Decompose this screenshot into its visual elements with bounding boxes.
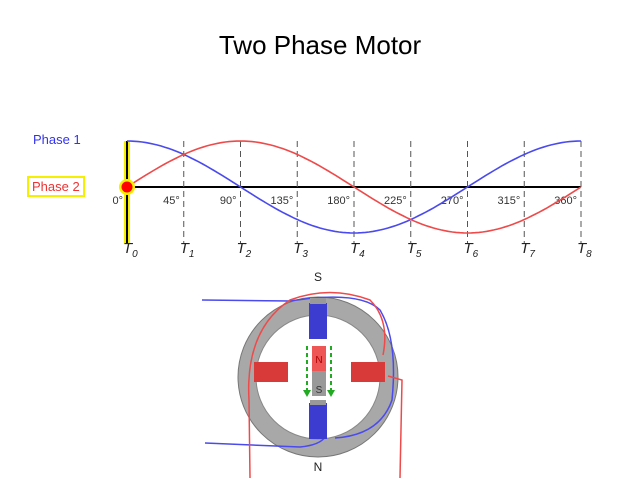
page-title: Two Phase Motor xyxy=(218,30,422,60)
wire-phase-2 xyxy=(247,291,403,479)
x-tick-label: 0° xyxy=(112,195,123,207)
time-label: T3 xyxy=(293,240,308,260)
phase-chart: 0° T0 45° T1 90° T2 135° T3 180° T4 225° T5 270° T6 31… xyxy=(112,140,592,260)
pole-label-top: S xyxy=(314,270,322,284)
stator-ring xyxy=(237,296,399,458)
x-tick-label: 45° xyxy=(163,195,180,207)
rotor-south-label: S xyxy=(316,385,323,396)
coil-bottom xyxy=(309,400,327,439)
time-label: T7 xyxy=(520,240,535,260)
time-label: T0 xyxy=(123,240,138,260)
coil-left xyxy=(254,362,288,382)
x-tick-label: 270° xyxy=(441,195,464,207)
legend-phase-2: Phase 2 xyxy=(27,176,85,197)
pole-label-bottom: N xyxy=(314,460,323,474)
current-marker xyxy=(121,181,133,193)
series-phase-2 xyxy=(126,140,582,234)
time-label: T5 xyxy=(407,240,422,260)
wire-phase-1 xyxy=(201,296,395,448)
coil-right xyxy=(351,362,385,382)
x-tick-label: 360° xyxy=(554,195,577,207)
time-label: T6 xyxy=(464,240,479,260)
time-label: T8 xyxy=(577,240,592,260)
series-phase-1 xyxy=(126,140,582,234)
time-label: T4 xyxy=(350,240,365,260)
rotor-north-label: N xyxy=(315,355,322,366)
time-label: T1 xyxy=(180,240,195,260)
x-tick-label: 225° xyxy=(384,195,407,207)
x-tick-label: 180° xyxy=(327,195,350,207)
rotor-magnet: N S xyxy=(303,346,335,397)
legend-phase-1: Phase 1 xyxy=(33,132,81,147)
x-tick-label: 315° xyxy=(497,195,520,207)
x-tick-label: 90° xyxy=(220,195,237,207)
coil-top xyxy=(309,298,327,339)
time-label: T2 xyxy=(237,240,252,260)
x-tick-label: 135° xyxy=(270,195,293,207)
